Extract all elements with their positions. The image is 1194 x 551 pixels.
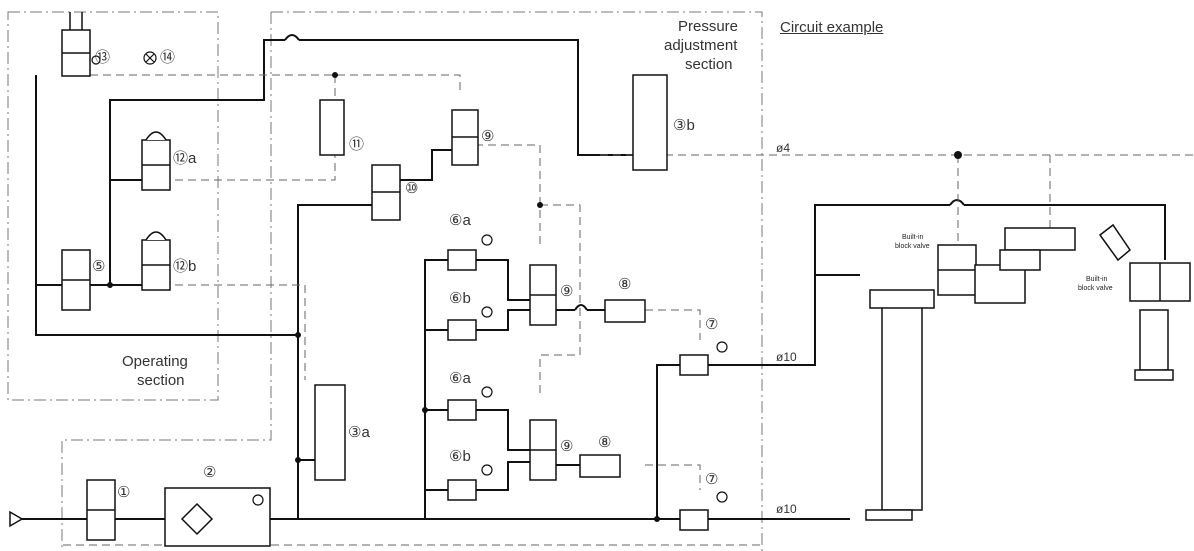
component-6b-bottom-label: ⑥b <box>449 448 471 465</box>
indicator-lamp-icon <box>143 51 157 65</box>
operating-section-label-line1: Operating <box>122 353 188 370</box>
pilot-lines <box>63 74 1194 546</box>
junction-dot <box>422 407 428 413</box>
component-12a-label: ⑫a <box>173 150 197 167</box>
valve-symbols <box>61 12 1191 547</box>
component-3b-label: ③b <box>673 117 695 134</box>
component-7-top-label: ⑦ <box>705 316 719 333</box>
junction-dot <box>654 516 660 522</box>
component-11-label: ⑪ <box>349 136 365 153</box>
builtin-label-right-line2: block valve <box>1078 285 1113 292</box>
pressure-section-label-line3: section <box>685 56 733 73</box>
pipe-label-d10-lower: ø10 <box>776 502 797 516</box>
component-9-upper-label: ⑨ <box>481 128 495 145</box>
builtin-label-left-line2: block valve <box>895 243 930 250</box>
solid-piping <box>10 34 1166 520</box>
component-13-label: ⑬ <box>95 49 111 66</box>
component-8-bottom-label: ⑧ <box>598 434 612 451</box>
component-9-mid-label: ⑨ <box>560 283 574 300</box>
builtin-label-right-line1: Built-in <box>1086 276 1108 283</box>
component-6a-top-label: ⑥a <box>449 212 471 229</box>
component-14-label: ⑭ <box>160 49 176 66</box>
pressure-gauges <box>91 55 728 506</box>
component-6a-bottom-label: ⑥a <box>449 370 471 387</box>
pressure-section-label-line1: Pressure <box>678 18 739 35</box>
operating-section-boundary <box>7 11 219 401</box>
robot-arm-drawing <box>865 223 1174 521</box>
junction-dot <box>295 457 301 463</box>
operating-section-label-line2: section <box>137 372 185 389</box>
component-9-low-label: ⑨ <box>560 438 574 455</box>
junction-dot <box>332 72 338 78</box>
component-8-top-label: ⑧ <box>618 276 632 293</box>
junction-dot <box>537 202 543 208</box>
builtin-label-left-line1: Built-in <box>902 234 924 241</box>
component-5-label: ⑤ <box>92 258 106 275</box>
circuit-example-title: Circuit example <box>780 19 884 36</box>
component-6b-top-label: ⑥b <box>449 290 471 307</box>
component-3a-label: ③a <box>348 424 370 441</box>
junction-dot <box>295 332 301 338</box>
pressure-section-label-line2: adjustment <box>664 37 738 54</box>
component-2-label: ② <box>203 464 217 481</box>
supply-inlet-symbol <box>9 510 24 528</box>
junction-dot <box>954 151 962 159</box>
component-12b-label: ⑫b <box>173 258 197 275</box>
component-7-bottom-label: ⑦ <box>705 471 719 488</box>
pipe-label-d10-upper: ø10 <box>776 350 797 364</box>
junction-dot <box>107 282 113 288</box>
component-1-label: ① <box>117 484 131 501</box>
pressure-section-boundary <box>271 11 763 551</box>
component-10-label: ⑩ <box>405 180 419 197</box>
pipe-label-d4: ø4 <box>776 141 791 155</box>
